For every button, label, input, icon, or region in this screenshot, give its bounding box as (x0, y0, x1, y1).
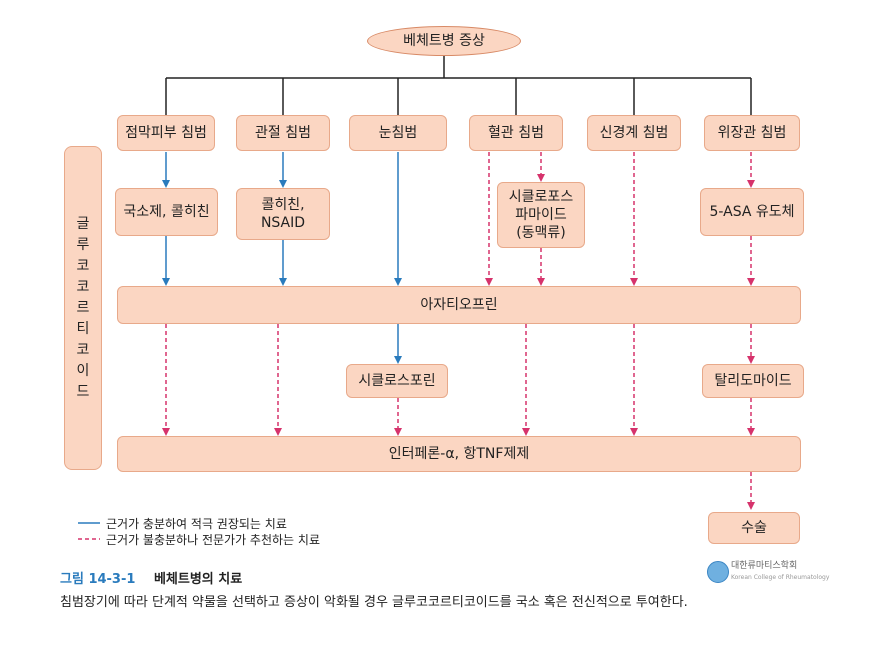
interferon-label: 인터페론-α, 항TNF제제 (388, 446, 530, 462)
category-label: 위장관 침범 (717, 125, 787, 141)
glucocorticoid-char: 르 (76, 299, 90, 316)
legend-label: 근거가 불충분하나 전문가가 추천하는 치료 (106, 533, 320, 547)
root-node: 베체트병 증상 (367, 26, 521, 56)
treatment-5asa: 5-ASA 유도체 (700, 188, 804, 236)
glucocorticoid-char: 이 (76, 362, 90, 379)
treatment-label: 5-ASA 유도체 (709, 204, 795, 220)
society-sub: Korean College of Rheumatology (731, 574, 830, 581)
legend-dashed: 근거가 불충분하나 전문가가 추천하는 치료 (106, 531, 320, 548)
category-label: 신경계 침범 (599, 125, 669, 141)
treatment-label-line3: (동맥류) (516, 225, 566, 241)
dashed-arrows (162, 152, 755, 510)
treatment-colchicine-nsaid: 콜히친, NSAID (236, 188, 330, 240)
treatment-label-line2: NSAID (260, 215, 306, 231)
category-label: 관절 침범 (255, 125, 311, 141)
society-logo-icon (707, 561, 729, 583)
glucocorticoid-char: 드 (76, 383, 90, 400)
surgery-label: 수술 (741, 520, 767, 536)
category-gastrointestinal: 위장관 침범 (704, 115, 800, 151)
glucocorticoid-char: 루 (76, 236, 90, 253)
surgery-node: 수술 (708, 512, 800, 544)
category-label: 혈관 침범 (488, 125, 544, 141)
interferon-bar: 인터페론-α, 항TNF제제 (117, 436, 801, 472)
glucocorticoid-char: 코 (76, 341, 90, 358)
azathioprine-bar: 아자티오프린 (117, 286, 801, 324)
category-label: 눈침범 (378, 125, 418, 141)
treatment-cyclosporine: 시클로스포린 (346, 364, 448, 398)
treatment-topical-colchicine: 국소제, 콜히친 (115, 188, 218, 236)
category-label: 점막피부 침범 (125, 125, 207, 141)
figure-caption-title: 그림 14-3-1 베체트병의 치료 (60, 568, 242, 587)
figure-title: 베체트병의 치료 (153, 572, 243, 587)
figure-description: 침범장기에 따라 단계적 약물을 선택하고 증상이 악화될 경우 글루코코르티코… (60, 595, 688, 610)
solid-arrows (162, 152, 402, 364)
treatment-label: 탈리도마이드 (714, 373, 792, 389)
category-neurologic: 신경계 침범 (587, 115, 681, 151)
category-vascular: 혈관 침범 (469, 115, 563, 151)
treatment-label-line2: 파마이드 (515, 207, 567, 223)
treatment-label: 시클로스포린 (358, 373, 436, 389)
legend-solid: 근거가 충분하여 적극 권장되는 치료 (106, 515, 287, 532)
category-mucocutaneous: 점막피부 침범 (117, 115, 215, 151)
root-label: 베체트병 증상 (403, 33, 485, 49)
tree-lines (165, 55, 752, 115)
society-logo-text: 대한류마티스학회 Korean College of Rheumatology (731, 561, 829, 583)
treatment-label-line1: 시클로포스 (508, 189, 574, 205)
glucocorticoid-char: 글 (76, 215, 90, 232)
azathioprine-label: 아자티오프린 (420, 297, 498, 313)
treatment-cyclophosphamide: 시클로포스 파마이드 (동맥류) (497, 182, 585, 248)
category-joint: 관절 침범 (236, 115, 330, 151)
category-eye: 눈침범 (349, 115, 447, 151)
glucocorticoid-char: 코 (76, 257, 90, 274)
society-name: 대한류마티스학회 (731, 561, 798, 571)
figure-number: 그림 14-3-1 (60, 572, 136, 587)
treatment-label: 국소제, 콜히친 (123, 204, 210, 220)
treatment-label-line1: 콜히친, (261, 197, 305, 213)
glucocorticoid-char: 코 (76, 278, 90, 295)
glucocorticoid-char: 티 (76, 320, 90, 337)
treatment-thalidomide: 탈리도마이드 (702, 364, 804, 398)
legend-label: 근거가 충분하여 적극 권장되는 치료 (106, 517, 287, 531)
